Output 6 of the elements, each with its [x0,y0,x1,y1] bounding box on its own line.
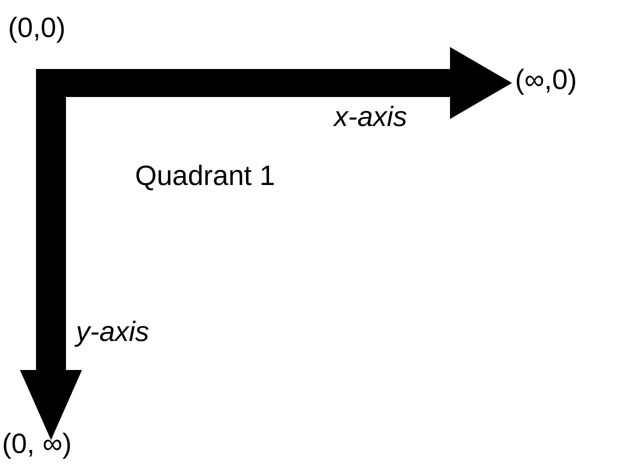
coordinate-label: (0,0) [8,12,66,44]
axis-label: x-axis [334,101,408,134]
axis-label: y-axis [76,316,150,348]
coordinate-label: (∞,0) [515,64,577,96]
coordinate-label: (0, ∞) [2,428,72,460]
region-label: Quadrant 1 [134,159,276,193]
